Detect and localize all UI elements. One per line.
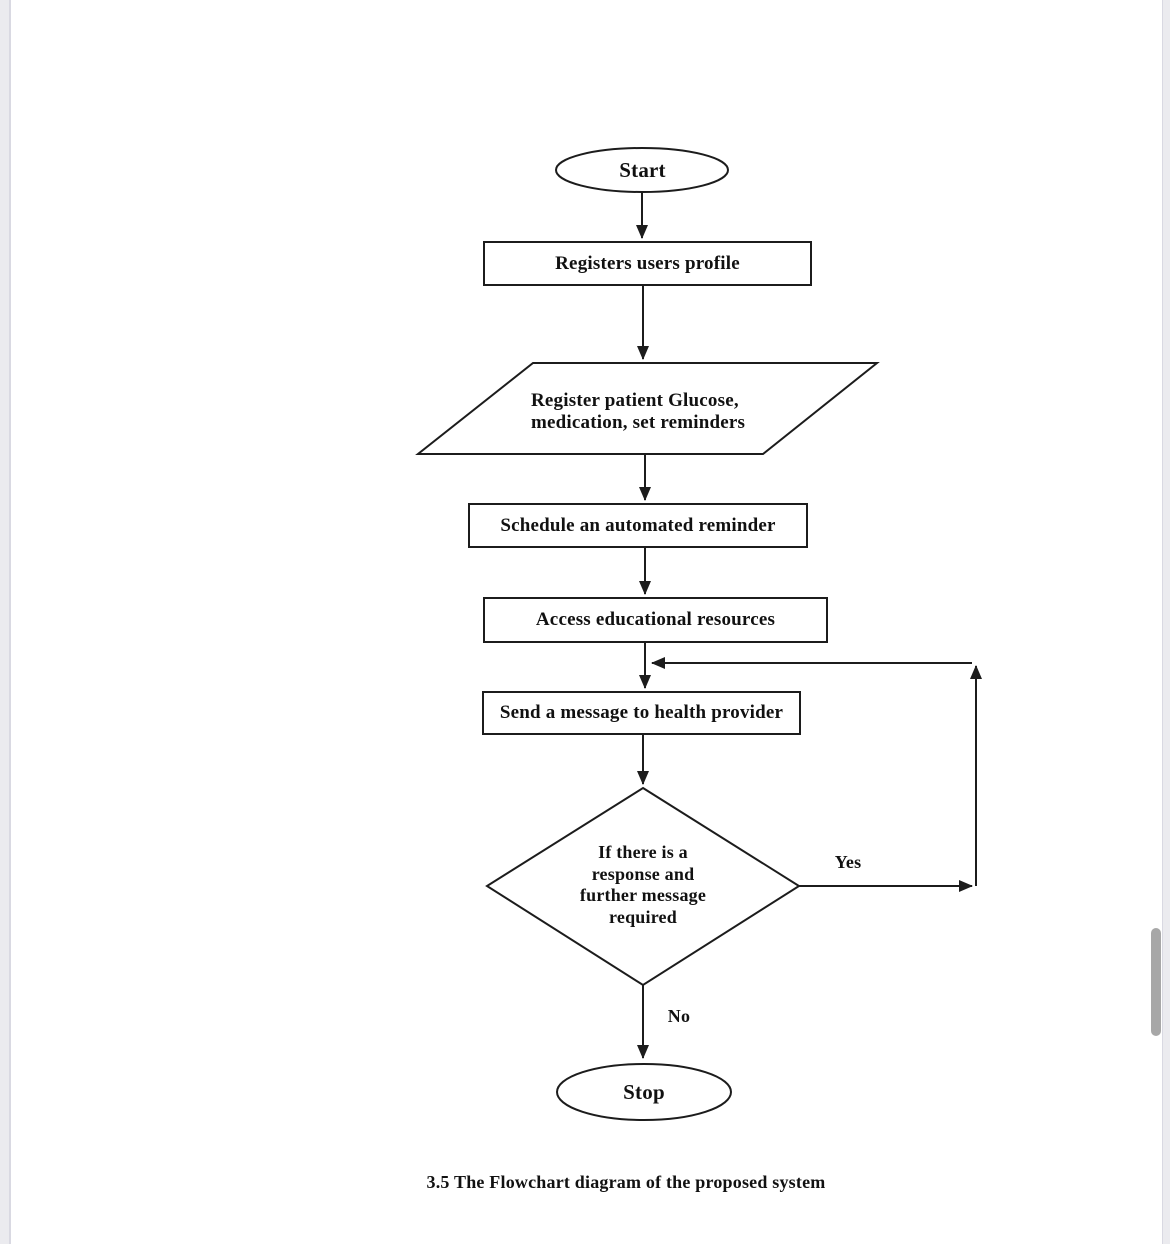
send-message-node-label: Send a message to health provider (499, 702, 784, 723)
decision-node-shape (485, 786, 801, 987)
schedule-reminder-node-shape (468, 503, 808, 548)
send-message-node-shape (482, 691, 801, 735)
yes-edge-label: Yes (834, 852, 862, 872)
start-node-shape (555, 147, 729, 193)
scrollbar-track[interactable] (1162, 0, 1170, 1244)
register-data-node-label: Register patient Glucose, medication, se… (531, 390, 746, 433)
figure-caption: 3.5 The Flowchart diagram of the propose… (426, 1172, 826, 1192)
start-node-label: Start (619, 158, 666, 182)
register-profile-node-label: Registers users profile (555, 253, 740, 274)
no-edge-label: No (667, 1006, 691, 1026)
decision-node-label: If there is a response and further messa… (579, 842, 707, 927)
access-resources-node-shape (483, 597, 828, 643)
register-profile-node-shape (483, 241, 812, 286)
register-data-node-shape (415, 362, 880, 455)
page-left-edge (0, 0, 11, 1244)
stop-node-shape (556, 1063, 732, 1121)
access-resources-node-label: Access educational resources (535, 609, 776, 630)
stop-node-label: Stop (623, 1080, 665, 1104)
schedule-reminder-node-label: Schedule an automated reminder (500, 515, 776, 536)
scrollbar-thumb[interactable] (1151, 928, 1161, 1036)
